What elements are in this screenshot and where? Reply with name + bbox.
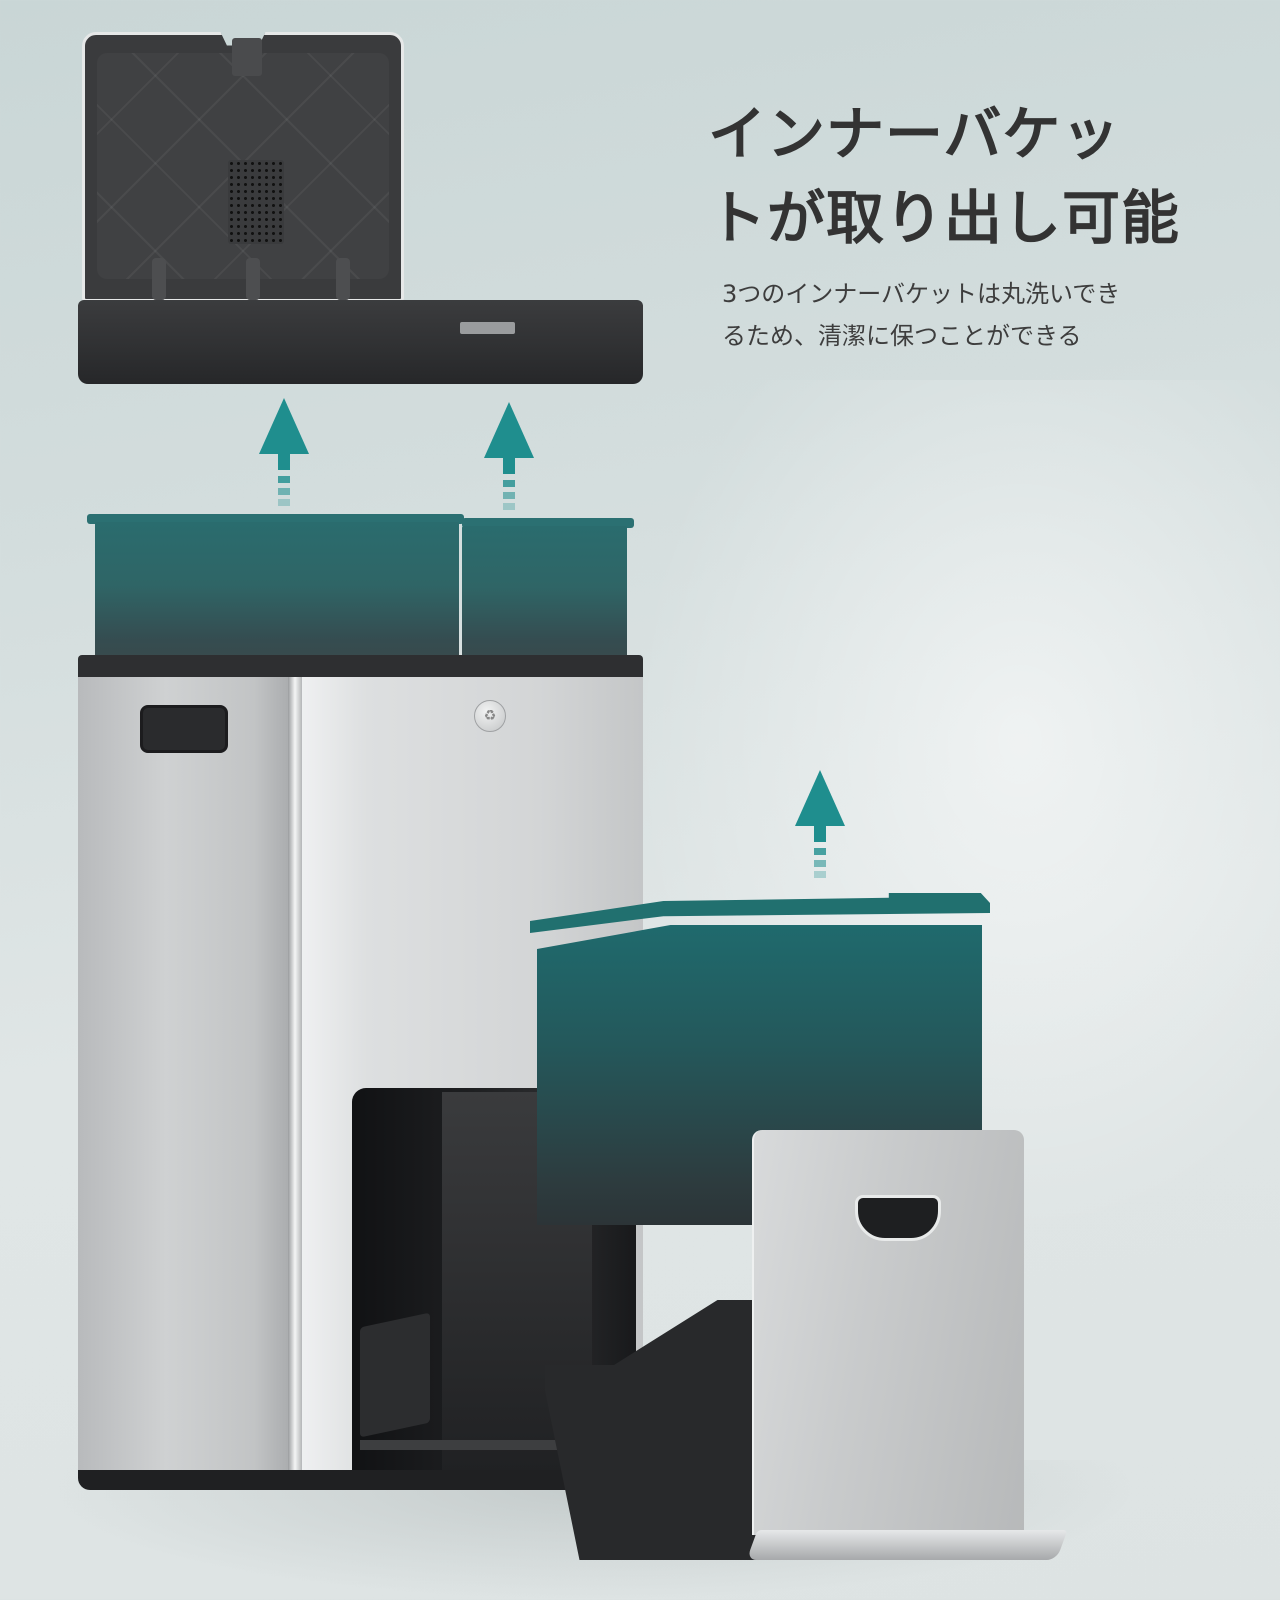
bin-base-foot [78,1470,643,1490]
headline: インナーバケッ トが取り出し可能 [708,92,1228,260]
up-arrow-icon [795,770,845,880]
side-handle-slot [140,705,228,753]
lid-hinge-right [336,258,350,300]
description-line-2: るため、清潔に保つことができる [722,322,1082,350]
lid-frame [78,300,643,384]
lid-clip [232,38,262,76]
pedal-mechanism [360,1312,430,1438]
drawer-front-panel [752,1130,1024,1535]
inner-bucket-right-rim [462,518,634,528]
bin-top-frame [78,655,643,677]
description-line-1: 3つのインナーバケットは丸洗いでき [722,280,1121,308]
headline-line-1: インナーバケッ [708,100,1121,168]
drawer-foot-plate [746,1530,1068,1560]
deodorant-filter-grille [228,160,284,244]
recycle-logo-icon: ♻ [474,700,506,732]
up-arrow-icon [259,398,309,508]
inner-bucket-left [95,522,459,662]
up-arrow-icon [484,402,534,512]
bin-side-panel [78,677,298,1487]
headline-line-2: トが取り出し可能 [708,184,1181,252]
description: 3つのインナーバケットは丸洗いでき るため、清潔に保つことができる [722,273,1202,357]
lid-hinge-left [152,258,166,300]
bin-corner-edge [288,677,302,1487]
drawer-handle-slot [855,1195,941,1241]
drawer-rail [360,1440,560,1450]
inner-bucket-left-rim [87,514,464,524]
lid-hinge-center [246,258,260,300]
inner-bucket-right [462,526,627,662]
lid-latch [460,322,515,334]
